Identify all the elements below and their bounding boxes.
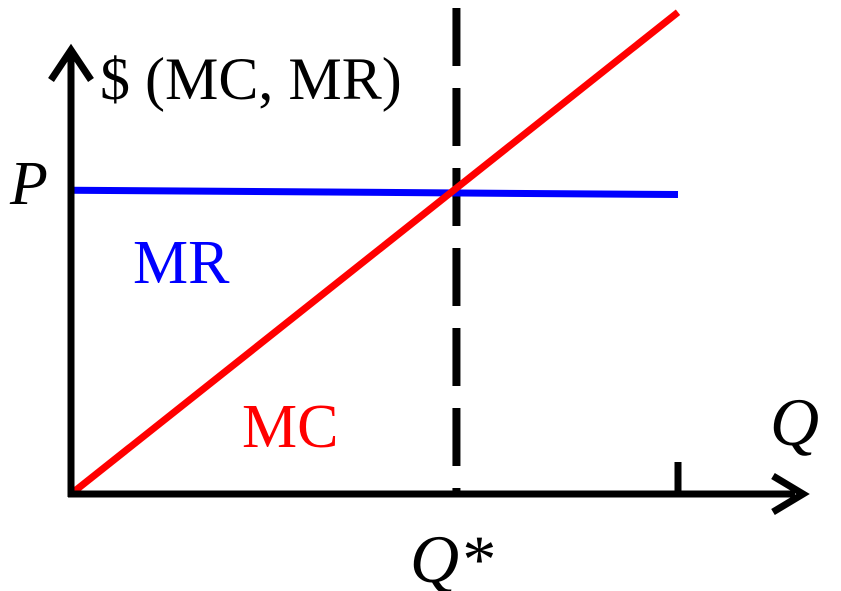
y-tick-label-p: P (9, 150, 48, 218)
x-axis-arrowhead (771, 472, 810, 516)
x-axis-label: Q (770, 384, 819, 460)
series-label-mr: MR (133, 229, 230, 297)
y-axis-arrowhead (48, 43, 94, 82)
y-axis-label: $ (MC, MR) (100, 46, 402, 112)
series-line-mc (68, 9, 681, 497)
chart-marks (68, 8, 682, 497)
series-label-mc: MC (242, 393, 338, 461)
x-tick-label-qstar: Q* (410, 521, 493, 591)
series-line-mr (70, 186, 679, 199)
